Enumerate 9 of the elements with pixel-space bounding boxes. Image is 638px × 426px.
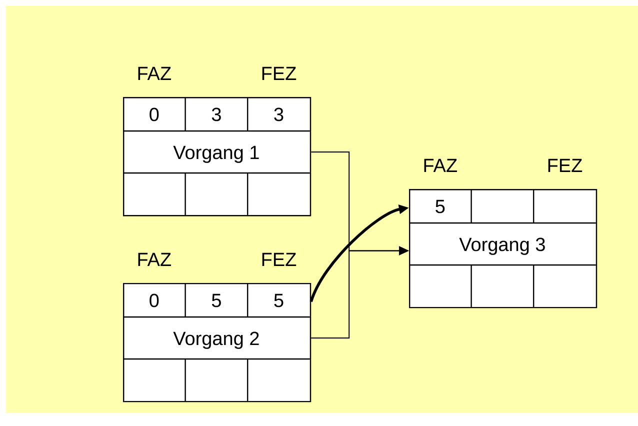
node-label: FEZ [262,252,296,266]
node-label: FAZ [138,66,171,80]
activity-table: FAZ FEZ 0 5 5 Vorgang 2 [123,252,312,402]
node-label: FAZ [424,158,457,172]
node-label: FEZ [262,66,296,80]
activity-table: FAZ FEZ 0 3 3 Vorgang 1 [123,66,312,216]
node-label: FAZ [138,252,171,266]
activity-table: FAZ FEZ 5 Vorgang 3 [409,158,598,308]
node-label: FEZ [548,158,582,172]
